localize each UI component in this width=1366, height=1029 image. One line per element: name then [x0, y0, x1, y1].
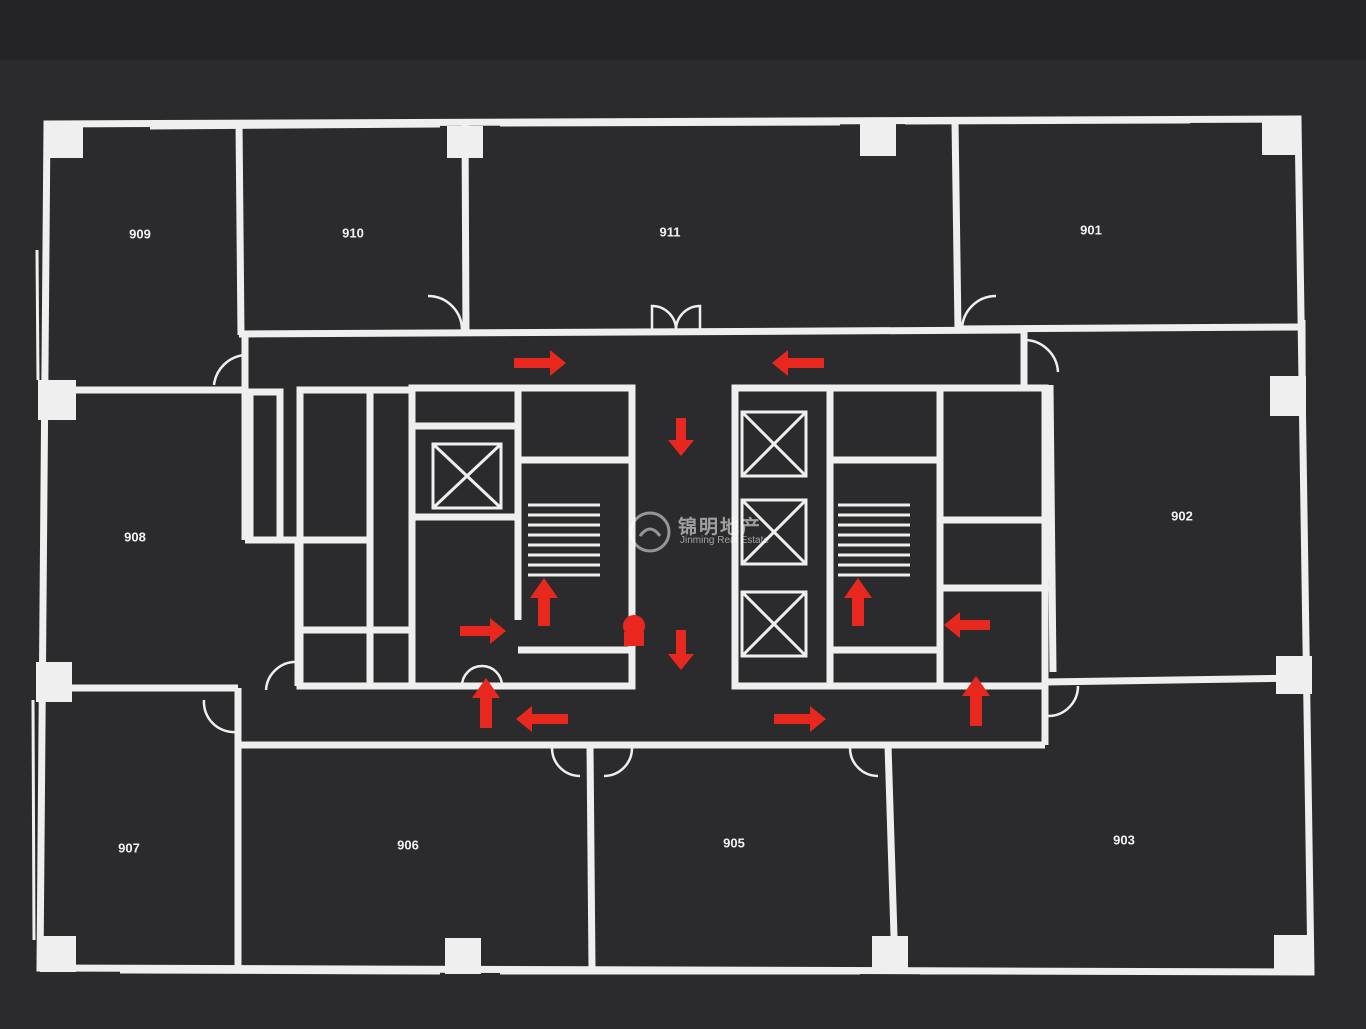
- arrow-right-2: [460, 618, 506, 644]
- columns: [36, 119, 1312, 974]
- corridor-top-wall: [238, 326, 1025, 338]
- wall-902-903: [1044, 674, 1307, 686]
- arrow-left-1: [772, 350, 824, 376]
- arrow-up-1: [530, 578, 558, 626]
- wall-901-bottom: [957, 323, 1303, 333]
- elevators: [431, 410, 808, 658]
- arrow-up-3: [472, 678, 500, 728]
- paper-edge-top: [0, 0, 1366, 60]
- room-label-902: 902: [1171, 508, 1193, 524]
- arrow-down-1: [668, 418, 694, 456]
- arrow-right-3: [774, 706, 826, 732]
- room-label-907: 907: [118, 840, 140, 856]
- fire-hydrant-base: [624, 632, 644, 646]
- arrow-up-2: [844, 578, 872, 626]
- watermark: 锦明地产 Jinming Real Estate: [628, 508, 798, 558]
- window-strips: [31, 120, 1307, 975]
- arrow-left-3: [516, 706, 568, 732]
- room-label-911: 911: [659, 224, 681, 240]
- fire-hydrant-icon: [623, 615, 645, 637]
- evacuation-arrows: [460, 350, 990, 732]
- wall-906-905: [586, 744, 596, 969]
- shaft-left: [246, 388, 284, 544]
- elevator-3: [740, 498, 808, 566]
- arrow-up-4: [962, 676, 990, 726]
- elevator-2: [740, 410, 808, 478]
- arrow-left-2: [944, 612, 990, 638]
- room-label-908: 908: [124, 529, 146, 545]
- room-label-905: 905: [723, 835, 745, 851]
- core-left: [408, 384, 636, 690]
- room-label-903: 903: [1113, 832, 1135, 848]
- arrow-down-2: [668, 630, 694, 670]
- watermark-chinese-text: 锦明地产: [678, 516, 763, 538]
- wall-911-901: [951, 120, 962, 331]
- room-label-910: 910: [342, 225, 364, 241]
- wall-909-910: [235, 121, 245, 336]
- wall-902-left: [1046, 384, 1057, 673]
- room-label-906: 906: [397, 837, 419, 853]
- doors: [202, 294, 1080, 778]
- arrow-right-1: [514, 350, 566, 376]
- elevator-4: [740, 590, 808, 658]
- wall-905-903: [884, 744, 899, 969]
- watermark-logo-icon: [629, 511, 671, 553]
- watermark-english-text: Jinming Real Estate: [680, 535, 769, 546]
- core-right: [731, 384, 1049, 690]
- elevator-1: [431, 442, 503, 510]
- stairs: [528, 503, 910, 577]
- room-label-909: 909: [129, 226, 151, 242]
- room-label-901: 901: [1080, 222, 1102, 238]
